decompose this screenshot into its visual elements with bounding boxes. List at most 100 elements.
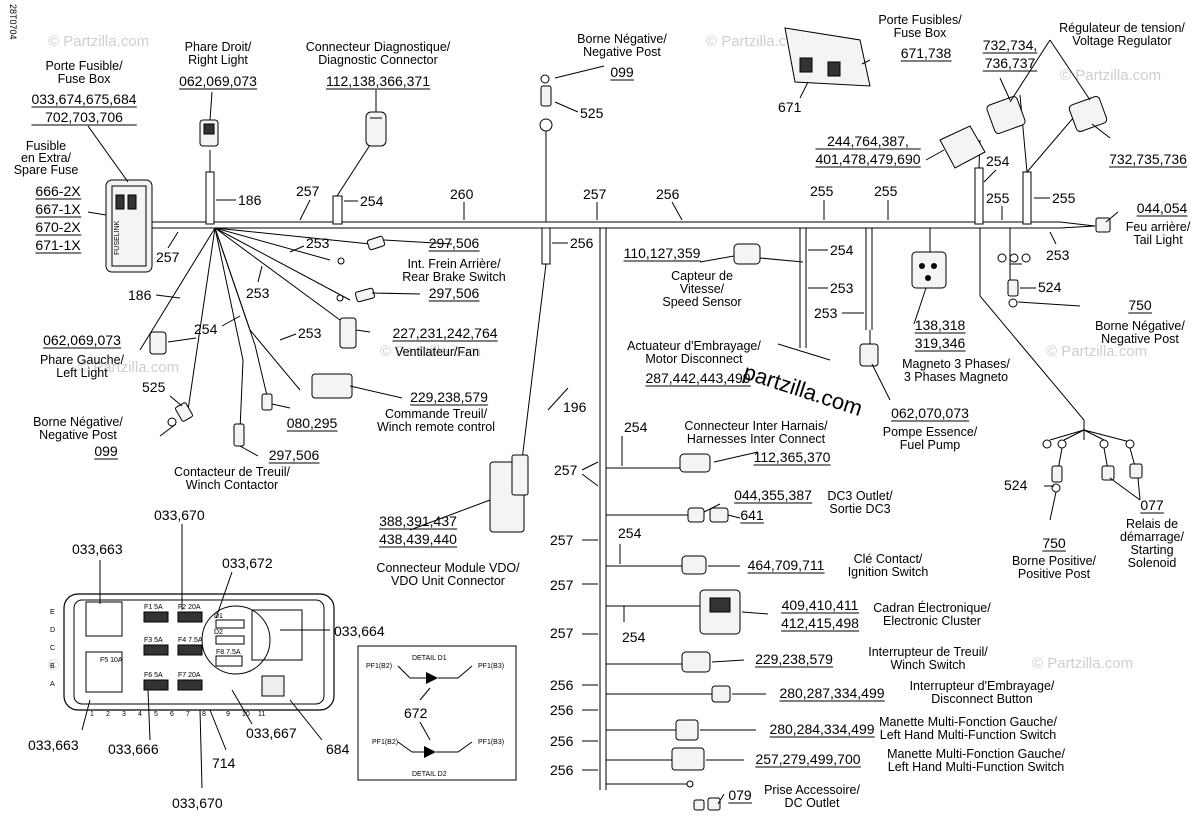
diagnostic-connector-part-numbers: 112,138,366,371 — [326, 73, 430, 89]
negative-post-top — [539, 74, 553, 132]
fuse-box-label: Porte Fusible/Fuse Box — [45, 59, 123, 86]
pf-label: PF1(B2) — [372, 739, 398, 746]
dc3-label: DC3 Outlet/Sortie DC3 — [827, 489, 893, 516]
starting-solenoid-number: 077 — [1140, 497, 1164, 513]
ref-255: 255 — [874, 183, 898, 199]
ref-256: 256 — [656, 186, 680, 202]
ref-253: 253 — [246, 285, 270, 301]
diagnostic-connector-label: Connecteur Diagnostique/Diagnostic Conne… — [306, 40, 451, 67]
negative-post-top-label: Borne Négative/Negative Post — [577, 32, 667, 59]
rear-brake-part-numbers-2: 297,506 — [429, 285, 480, 301]
rear-brake-label: Int. Frein Arrière/Rear Brake Switch — [402, 257, 506, 284]
fuse-panel: F1 5A F2 20A F3 5A F4 7.5A F5 10A F6 5A … — [50, 524, 335, 789]
ref-257: 257 — [550, 625, 574, 641]
dc-outlet-number: 079 — [728, 787, 752, 803]
fuel-pump-part-numbers: 062,070,073 — [891, 405, 969, 421]
ref-524: 524 — [1004, 477, 1028, 493]
row-letter: D — [50, 627, 55, 634]
rear-brake-part-numbers-1: 297,506 — [429, 235, 480, 251]
ref-253: 253 — [298, 325, 322, 341]
col-number: 9 — [226, 711, 230, 718]
voltage-regulators — [986, 95, 1108, 134]
ref-254: 254 — [194, 321, 218, 337]
watermark: © Partzilla.com — [1046, 343, 1147, 360]
winch-remote-label: Commande Treuil/Winch remote control — [377, 407, 495, 434]
tail-light-label: Feu arrière/Tail Light — [1126, 220, 1191, 247]
lh-switch-2-label: Manette Multi-Fonction Gauche/Left Hand … — [887, 747, 1065, 774]
ref-254: 254 — [830, 242, 854, 258]
magneto-connector — [911, 251, 947, 289]
callout: 033,663 — [28, 737, 79, 753]
fuse-box-top-part-numbers: 671,738 — [901, 45, 952, 61]
ref-186: 186 — [128, 287, 152, 303]
relay-part-numbers: 244,764,387,401,478,479,690 — [815, 133, 920, 167]
disconnect-actuator-part-numbers: 287,442,443,499 — [645, 370, 750, 386]
fuse-label: D2 — [214, 629, 223, 636]
winch-remote-part-numbers: 229,238,579 — [410, 389, 488, 405]
ignition-part-numbers: 464,709,711 — [748, 557, 825, 573]
voltage-regulator-part-numbers-2: 732,735,736 — [1109, 151, 1187, 167]
leaders — [87, 39, 1141, 805]
ref-525: 525 — [580, 105, 604, 121]
row-letter: B — [50, 663, 55, 670]
inter-harness-label: Connecteur Inter Harnais/Harnesses Inter… — [684, 419, 828, 446]
ref-256: 256 — [570, 235, 594, 251]
winch-remote-connector — [311, 373, 353, 399]
ref-525: 525 — [142, 379, 166, 395]
document-id: 28T0704 — [8, 4, 18, 40]
callout: 033,672 — [222, 555, 273, 571]
winch-contactor — [233, 393, 273, 447]
ref-256: 256 — [550, 733, 574, 749]
lh-switch-1-part-numbers: 280,284,334,499 — [769, 721, 874, 737]
right-light-connector — [199, 119, 219, 147]
callout: 033,670 — [172, 795, 223, 811]
detail-num: 672 — [404, 705, 428, 721]
positive-post-number: 750 — [1042, 535, 1066, 551]
col-number: 2 — [106, 711, 110, 718]
col-number: 3 — [122, 711, 126, 718]
speed-sensor-part-numbers: 110,127,359 — [624, 245, 701, 261]
ref-254: 254 — [622, 629, 646, 645]
negative-post-right-label: Borne Négative/Negative Post — [1095, 319, 1185, 346]
vdo-label: Connecteur Module VDO/VDO Unit Connector — [376, 561, 520, 588]
col-number: 4 — [138, 711, 142, 718]
watermark: © Partzilla.com — [48, 33, 149, 50]
ref-671: 671 — [778, 99, 802, 115]
main-harness — [139, 94, 1096, 790]
watermark: © Partzilla.com — [380, 343, 481, 360]
ref-callouts: 186 186 257 257 254 260 257 256 256 255 … — [128, 81, 1076, 778]
magneto-label: Magneto 3 Phases/3 Phases Magneto — [902, 357, 1010, 384]
negative-post-left — [167, 402, 193, 427]
ref-524: 524 — [1038, 279, 1062, 295]
part-numbers-080: 080,295 — [287, 415, 338, 431]
fan-part-numbers: 227,231,242,764 — [392, 325, 497, 341]
ref-196: 196 — [563, 399, 587, 415]
fuel-pump-connector — [859, 343, 879, 367]
pf-label: PF1(B3) — [478, 663, 504, 670]
fuse-box-top-label: Porte Fusibles/Fuse Box — [878, 13, 962, 40]
ref-255: 255 — [1052, 190, 1076, 206]
right-posts — [997, 253, 1143, 493]
left-light-connector — [149, 331, 167, 355]
ref-257: 257 — [296, 183, 320, 199]
col-number: 1 — [90, 711, 94, 718]
fuse-label: F3 5A — [144, 637, 163, 644]
fuse-box-left: FUSELINK — [105, 179, 153, 273]
ref-257: 257 — [554, 462, 578, 478]
callout: 684 — [326, 741, 350, 757]
detail-box: DETAIL D1 DETAIL D2 PF1(B2) PF1(B3) PF1(… — [357, 645, 517, 781]
callout: 714 — [212, 755, 236, 771]
ignition-label: Clé Contact/Ignition Switch — [848, 552, 929, 579]
pf-label: PF1(B2) — [366, 663, 392, 670]
winch-contactor-label: Contacteur de Treuil/Winch Contactor — [174, 465, 291, 492]
left-light-part-numbers: 062,069,073 — [43, 332, 121, 348]
detail-d1-title: DETAIL D1 — [412, 655, 447, 662]
fuse-panel-callouts: 033,670 033,663 033,672 033,664 033,663 … — [28, 507, 385, 811]
watermark: © Partzilla.com — [1060, 67, 1161, 84]
callout: 033,667 — [246, 725, 297, 741]
